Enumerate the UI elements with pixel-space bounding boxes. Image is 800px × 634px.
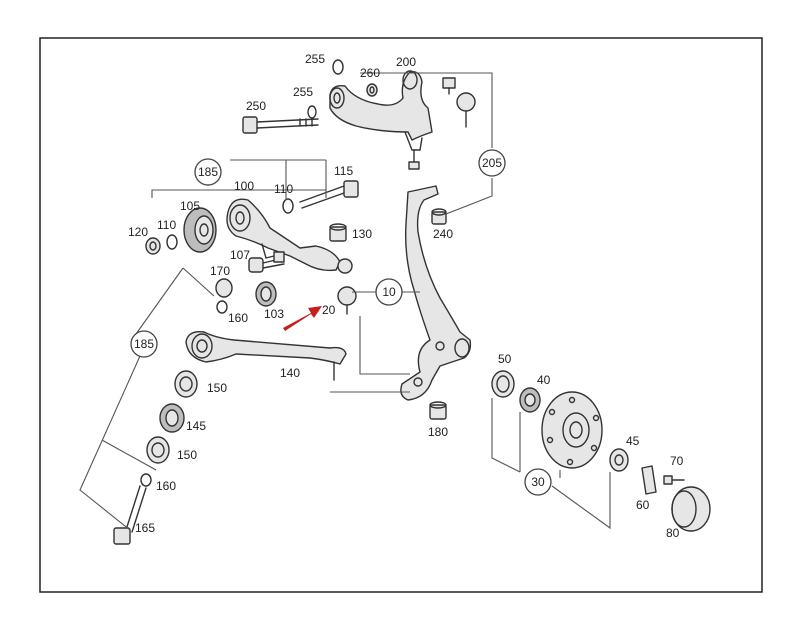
callout-bubble-205[interactable]: 205 bbox=[478, 149, 506, 177]
part-80-hub-cap[interactable] bbox=[671, 486, 711, 532]
label-260[interactable]: 260 bbox=[360, 66, 380, 80]
part-255-washer-top[interactable] bbox=[332, 59, 344, 75]
part-110-washer-left[interactable] bbox=[166, 234, 178, 250]
part-115-bolt[interactable] bbox=[299, 180, 359, 209]
svg-text:30: 30 bbox=[531, 475, 545, 489]
label-115[interactable]: 115 bbox=[334, 164, 353, 178]
part-160-washer-upper[interactable] bbox=[216, 300, 228, 314]
callout-bubble-10[interactable]: 10 bbox=[375, 278, 403, 306]
label-240[interactable]: 240 bbox=[433, 227, 453, 241]
part-150-bushing-lower[interactable] bbox=[146, 436, 170, 464]
callout-bubble-185-lower[interactable]: 185 bbox=[130, 330, 158, 358]
part-10-steering-knuckle[interactable] bbox=[400, 185, 472, 401]
part-200-nut-right[interactable] bbox=[442, 77, 456, 95]
svg-text:185: 185 bbox=[134, 337, 154, 351]
svg-text:205: 205 bbox=[482, 156, 502, 170]
part-140-strut-arm[interactable] bbox=[185, 331, 347, 381]
part-110-washer-right[interactable] bbox=[282, 198, 294, 214]
part-250-bolt[interactable] bbox=[242, 116, 319, 134]
part-45-bearing[interactable] bbox=[609, 448, 629, 472]
label-100[interactable]: 100 bbox=[234, 179, 254, 193]
part-160-washer-lower[interactable] bbox=[140, 473, 152, 487]
label-160-upper[interactable]: 160 bbox=[228, 311, 248, 325]
part-107-stud[interactable] bbox=[248, 251, 285, 273]
callout-bubble-30[interactable]: 30 bbox=[524, 468, 552, 496]
label-107[interactable]: 107 bbox=[230, 248, 250, 262]
label-255-top[interactable]: 255 bbox=[305, 52, 325, 66]
part-180-nut[interactable] bbox=[429, 401, 447, 420]
label-40[interactable]: 40 bbox=[537, 373, 551, 387]
label-45[interactable]: 45 bbox=[626, 434, 640, 448]
label-20[interactable]: 20 bbox=[322, 303, 336, 317]
label-150-lower[interactable]: 150 bbox=[177, 448, 197, 462]
part-30-wheel-hub[interactable] bbox=[541, 391, 603, 469]
label-70[interactable]: 70 bbox=[670, 454, 684, 468]
part-60-clamp-nut[interactable] bbox=[641, 465, 657, 495]
part-130-nut[interactable] bbox=[329, 223, 347, 242]
label-105[interactable]: 105 bbox=[180, 199, 200, 213]
label-165[interactable]: 165 bbox=[135, 521, 155, 535]
label-120[interactable]: 120 bbox=[128, 225, 148, 239]
label-145[interactable]: 145 bbox=[186, 419, 206, 433]
label-60[interactable]: 60 bbox=[636, 498, 650, 512]
part-200-upper-control-arm[interactable] bbox=[329, 70, 433, 170]
highlight-arrow bbox=[283, 306, 322, 331]
part-105-bushing[interactable] bbox=[183, 207, 217, 253]
label-140[interactable]: 140 bbox=[280, 366, 300, 380]
label-160-lower[interactable]: 160 bbox=[156, 479, 176, 493]
label-150-upper[interactable]: 150 bbox=[207, 381, 227, 395]
part-103-bushing[interactable] bbox=[255, 281, 277, 307]
label-250[interactable]: 250 bbox=[246, 99, 266, 113]
part-50-seal[interactable] bbox=[491, 370, 515, 398]
part-240-nut[interactable] bbox=[431, 208, 447, 225]
label-255-left[interactable]: 255 bbox=[293, 85, 313, 99]
part-200-ball-joint[interactable] bbox=[456, 92, 476, 128]
part-165-bolt[interactable] bbox=[113, 485, 147, 545]
part-120-nut[interactable] bbox=[145, 237, 161, 255]
svg-text:10: 10 bbox=[382, 285, 396, 299]
label-110-left[interactable]: 110 bbox=[157, 218, 176, 232]
part-145-bushing[interactable] bbox=[159, 403, 185, 433]
label-170[interactable]: 170 bbox=[210, 264, 230, 278]
label-80[interactable]: 80 bbox=[666, 526, 680, 540]
part-150-bushing-upper[interactable] bbox=[174, 370, 198, 398]
svg-text:185: 185 bbox=[198, 165, 218, 179]
callout-bubble-185-top[interactable]: 185 bbox=[194, 158, 222, 186]
part-40-bearing[interactable] bbox=[519, 387, 541, 413]
label-200[interactable]: 200 bbox=[396, 55, 416, 69]
diagram-frame bbox=[39, 37, 763, 593]
part-170-cap[interactable] bbox=[215, 278, 233, 298]
label-180[interactable]: 180 bbox=[428, 425, 448, 439]
label-130[interactable]: 130 bbox=[352, 227, 372, 241]
part-260-nut[interactable] bbox=[366, 83, 378, 97]
label-103[interactable]: 103 bbox=[264, 307, 284, 321]
label-50[interactable]: 50 bbox=[498, 352, 512, 366]
leader-lines bbox=[79, 72, 611, 531]
part-20-ball-joint[interactable] bbox=[337, 258, 357, 315]
label-110-top[interactable]: 110 bbox=[274, 182, 293, 196]
part-255-washer-left[interactable] bbox=[307, 105, 317, 119]
part-number-labels: 255 200 260 250 255 115 100 110 105 120 … bbox=[128, 52, 684, 540]
part-70-screw[interactable] bbox=[663, 475, 685, 485]
